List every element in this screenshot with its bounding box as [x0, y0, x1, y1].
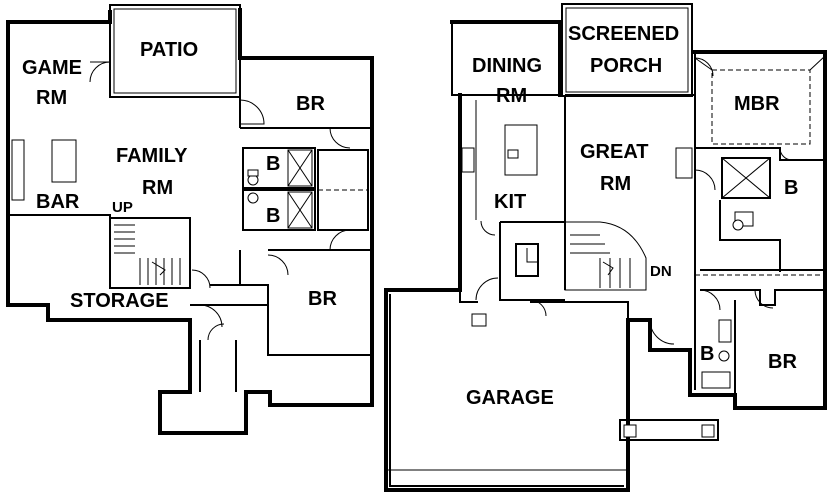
- bar-label: BAR: [36, 191, 80, 213]
- up-label: UP: [112, 199, 133, 216]
- down-label: DN: [650, 263, 672, 280]
- bedroom-2-label: BR: [308, 288, 337, 310]
- master-bath-label: B: [784, 177, 798, 199]
- family-room-label-line2: RM: [142, 177, 173, 199]
- dining-room-label-line2: RM: [496, 85, 527, 107]
- game-room-label-line2: RM: [36, 87, 67, 109]
- great-room-label-line2: RM: [600, 173, 631, 195]
- patio-label: PATIO: [140, 39, 198, 61]
- bedroom-label: BR: [768, 351, 797, 373]
- bath-1-label: B: [266, 153, 280, 175]
- screened-porch-label-line1: SCREENED: [568, 23, 679, 45]
- storage-label: STORAGE: [70, 290, 169, 312]
- screened-porch-label-line2: PORCH: [590, 55, 662, 77]
- bath-2-label: B: [266, 205, 280, 227]
- great-room-label-line1: GREAT: [580, 141, 649, 163]
- game-room-label-line1: GAME: [22, 57, 82, 79]
- family-room-label-line1: FAMILY: [116, 145, 188, 167]
- bedroom-1-label: BR: [296, 93, 325, 115]
- main-level-walls: [384, 3, 827, 492]
- lower-level-walls: [6, 4, 374, 435]
- kitchen-label: KIT: [494, 191, 526, 213]
- bath-label: B: [700, 343, 714, 365]
- master-bedroom-label: MBR: [734, 93, 780, 115]
- garage-label: GARAGE: [466, 387, 554, 409]
- dining-room-label-line1: DINING: [472, 55, 542, 77]
